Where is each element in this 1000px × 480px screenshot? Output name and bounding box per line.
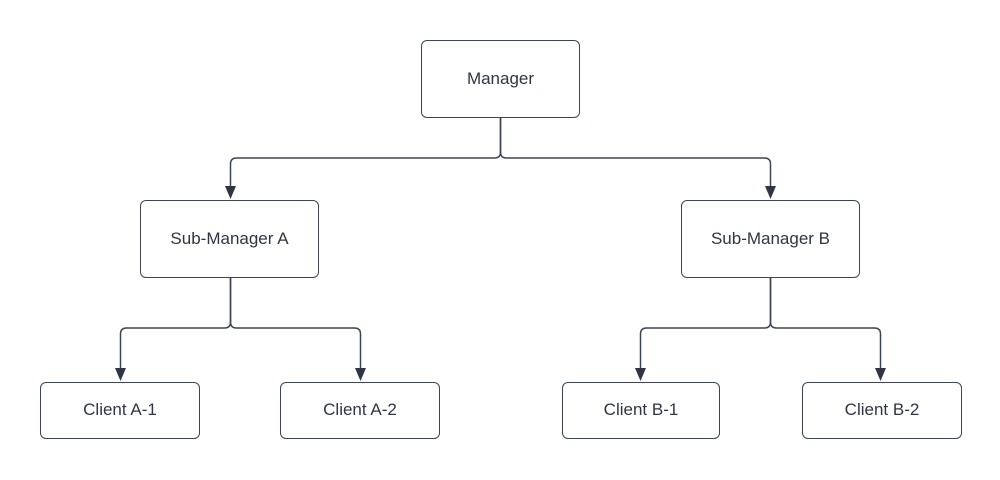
node-client-b1[interactable]: Client B-1 bbox=[562, 382, 720, 439]
node-client-b1-label: Client B-1 bbox=[603, 400, 679, 420]
connector-sub-b-client-b2 bbox=[769, 278, 886, 381]
node-client-a2[interactable]: Client A-2 bbox=[280, 382, 440, 439]
connector-sub-a-client-a1 bbox=[115, 278, 232, 381]
node-client-a2-label: Client A-2 bbox=[323, 400, 397, 420]
node-sub-manager-b[interactable]: Sub-Manager B bbox=[681, 200, 860, 278]
node-client-a1[interactable]: Client A-1 bbox=[40, 382, 200, 439]
node-sub-manager-b-label: Sub-Manager B bbox=[710, 228, 831, 248]
node-sub-manager-a[interactable]: Sub-Manager A bbox=[140, 200, 319, 278]
node-client-b2[interactable]: Client B-2 bbox=[802, 382, 962, 439]
connector-sub-a-client-a2 bbox=[229, 278, 366, 381]
node-client-b2-label: Client B-2 bbox=[844, 400, 920, 420]
node-client-a1-label: Client A-1 bbox=[83, 400, 157, 420]
node-manager[interactable]: Manager bbox=[421, 40, 580, 118]
connector-sub-b-client-b1 bbox=[635, 278, 772, 381]
connector-manager-sub-b bbox=[499, 118, 776, 199]
node-sub-manager-a-label: Sub-Manager A bbox=[170, 228, 289, 248]
node-manager-label: Manager bbox=[466, 68, 535, 88]
connector-manager-sub-a bbox=[225, 118, 502, 199]
